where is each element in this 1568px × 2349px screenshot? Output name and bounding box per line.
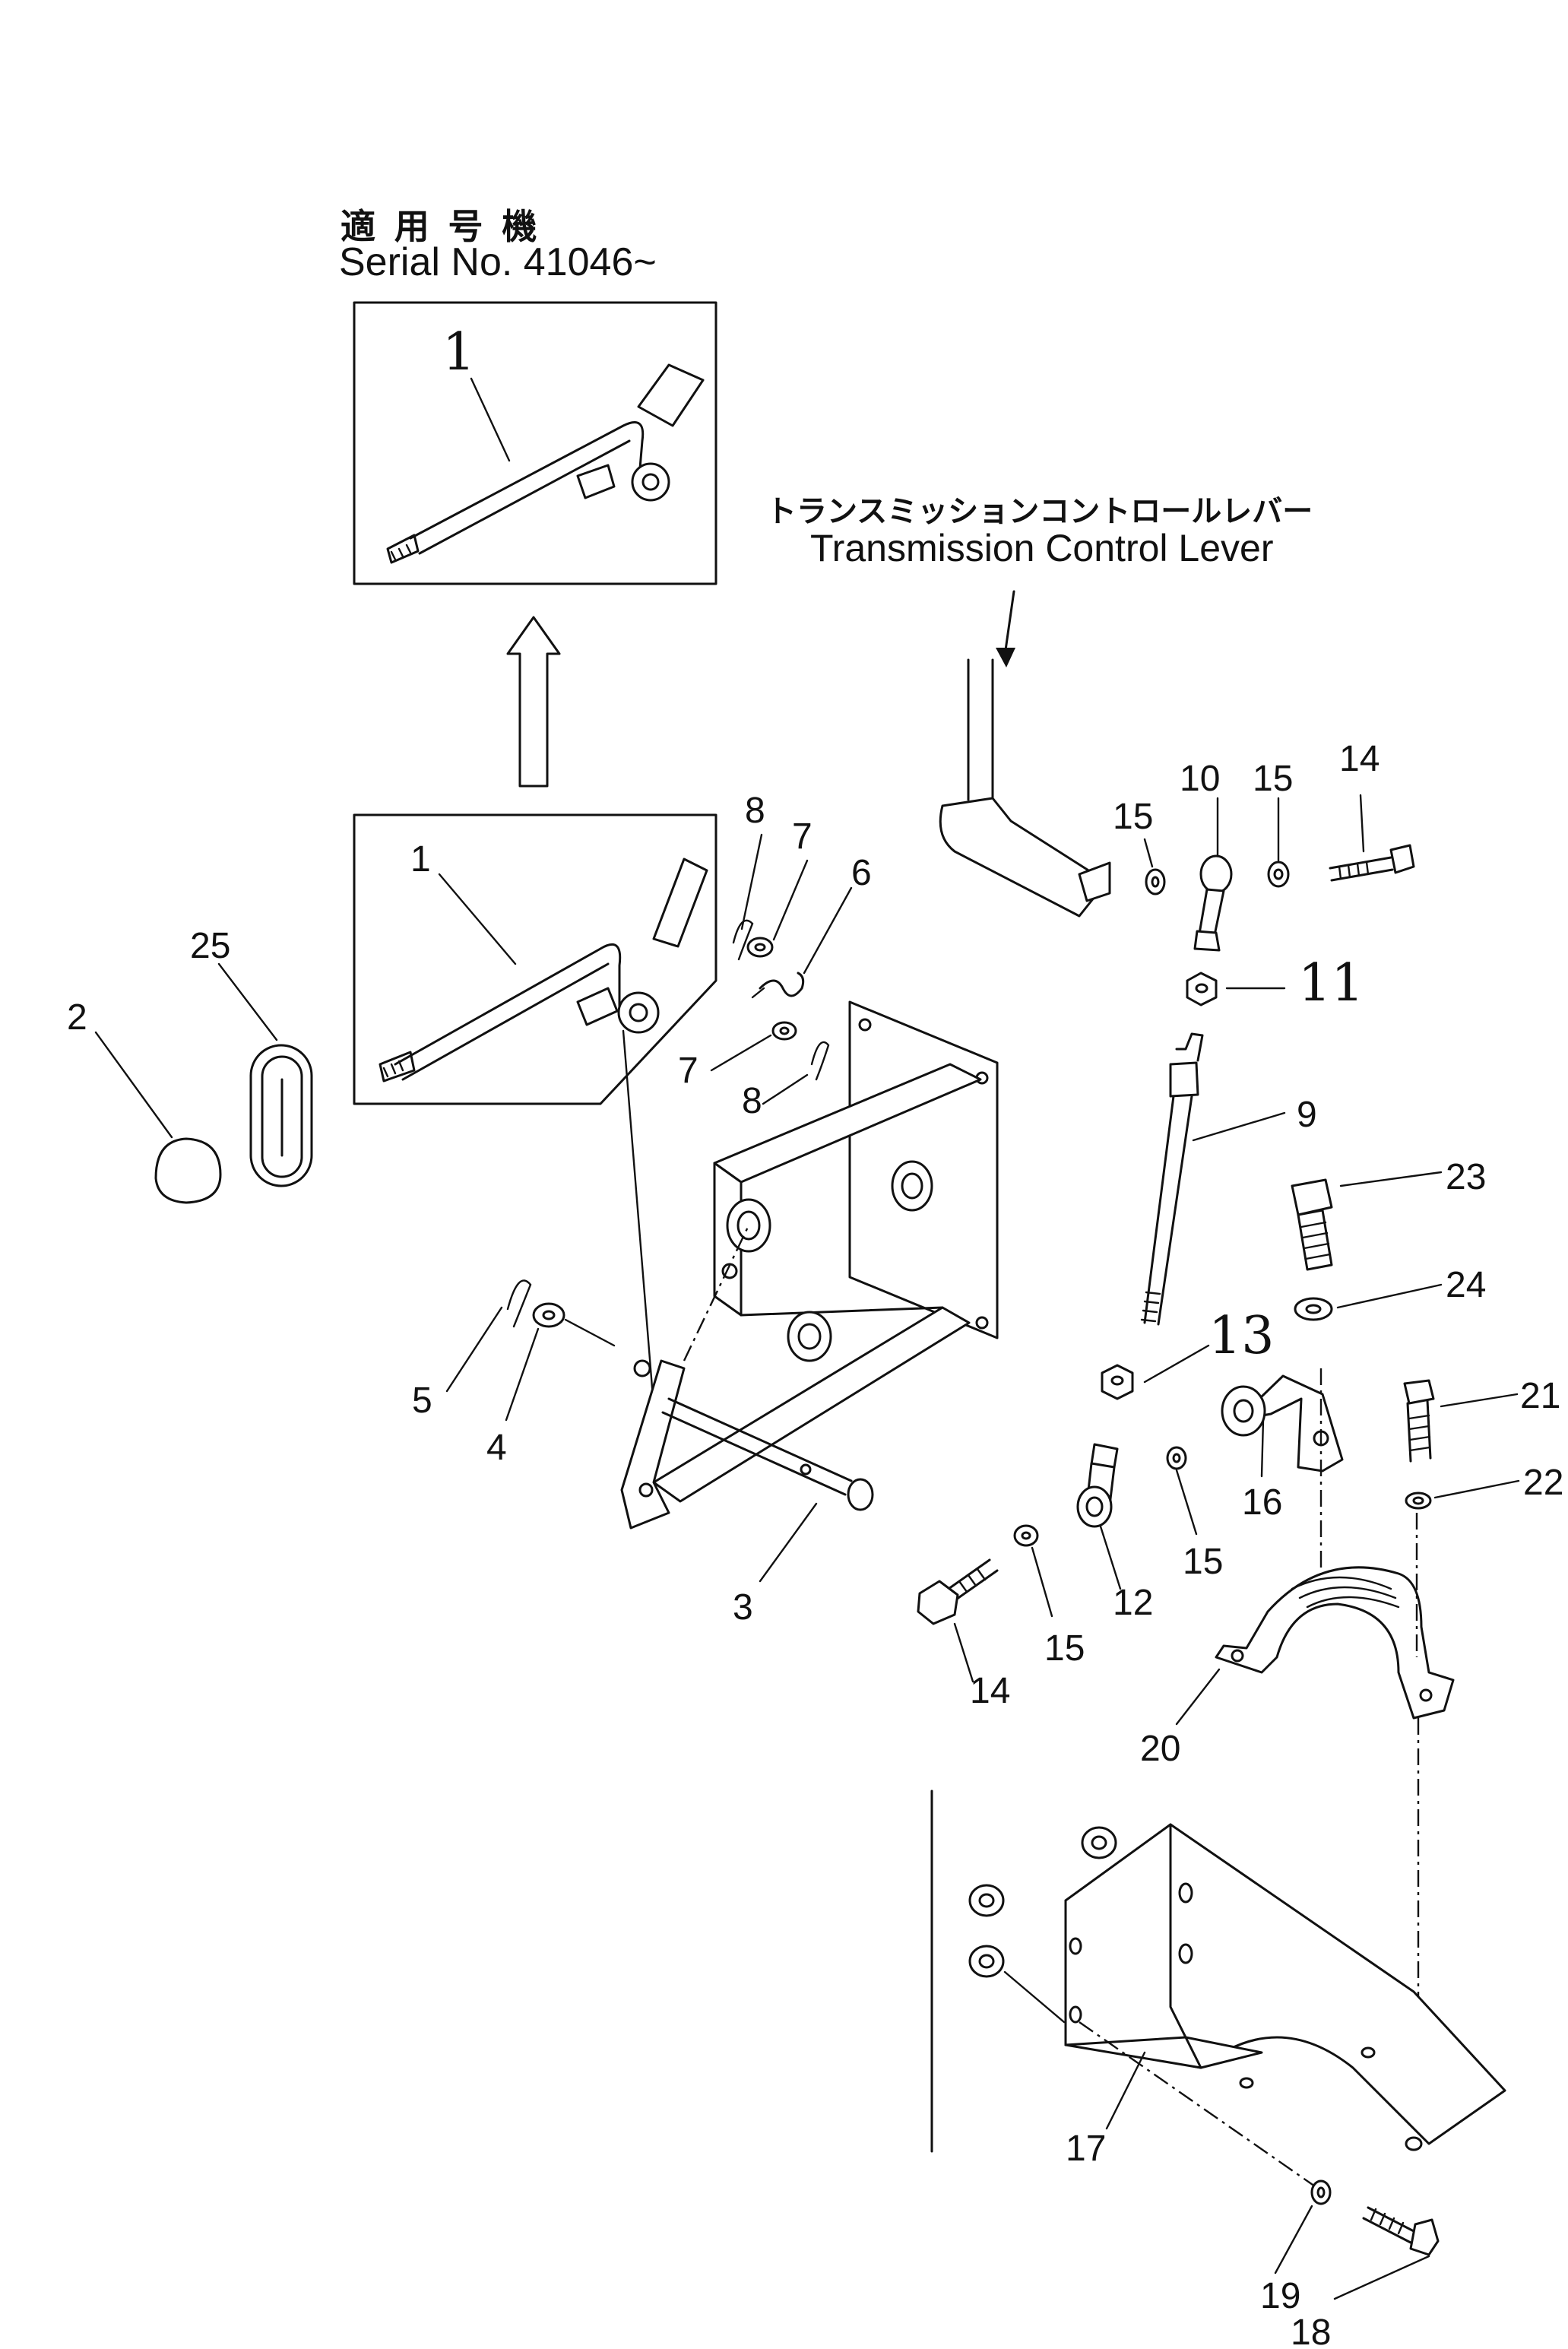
- label-15-c: 15: [1183, 1542, 1223, 1582]
- pin-3: [661, 1397, 874, 1511]
- washer-7-upper: [746, 937, 774, 958]
- rod-end-10: [1193, 854, 1233, 952]
- linkage-arm: [620, 1225, 750, 1530]
- label-21: 21: [1520, 1376, 1560, 1416]
- label-25: 25: [190, 926, 230, 966]
- rod-end-12: [1076, 1443, 1119, 1528]
- washer-22: [1405, 1492, 1432, 1510]
- cotter-pin-8-lower: [810, 1041, 830, 1081]
- label-5: 5: [412, 1381, 432, 1421]
- bolt-14-lower: [917, 1558, 999, 1625]
- label-12: 12: [1113, 1583, 1153, 1623]
- label-18: 18: [1291, 2313, 1331, 2349]
- label-6: 6: [851, 853, 872, 893]
- cap-2: [154, 1137, 222, 1204]
- leader-washer-to-arm: [564, 1318, 616, 1347]
- label-14-lower: 14: [970, 1671, 1010, 1711]
- label-9: 9: [1297, 1095, 1317, 1135]
- support-bracket-17: [930, 1789, 1506, 2187]
- label-4: 4: [486, 1428, 507, 1468]
- transmission-lever-label-en: Transmission Control Lever: [810, 527, 1274, 569]
- bolt-23: [1291, 1178, 1333, 1271]
- transmission-lever-label-jp: トランスミッションコントロールレバー: [766, 495, 1313, 528]
- label-3: 3: [733, 1587, 753, 1628]
- inset-lever-rod: [386, 363, 705, 564]
- washer-24: [1294, 1297, 1333, 1321]
- bolt-21: [1403, 1379, 1435, 1463]
- transmission-control-lever: [939, 590, 1111, 918]
- leader-lines: [94, 377, 1520, 2300]
- label-8-lower: 8: [742, 1081, 762, 1121]
- serial-applicability-jp: 適 用 号 機: [341, 207, 542, 246]
- label-1: 1: [410, 839, 431, 880]
- label-17: 17: [1066, 2129, 1106, 2169]
- label-15-a: 15: [1113, 797, 1153, 837]
- washer-15-b: [1267, 861, 1290, 888]
- spring-6: [751, 972, 805, 999]
- label-2: 2: [67, 997, 87, 1038]
- rod-9: [1140, 1032, 1204, 1326]
- bolt-14-upper: [1329, 844, 1415, 882]
- washer-15-d: [1166, 1446, 1187, 1470]
- label-20: 20: [1140, 1729, 1180, 1769]
- label-19: 19: [1260, 2276, 1300, 2316]
- upward-arrow: [506, 616, 561, 788]
- label-7-lower: 7: [678, 1051, 698, 1091]
- part-number-labels: 1 1 2 25 8 7 6 7 8 5 4 3 15 10 15 14 11 …: [67, 322, 1563, 2349]
- label-1-inset: 1: [442, 322, 475, 382]
- serial-number-label: Serial No. 41046~: [339, 240, 657, 284]
- nut-11: [1186, 972, 1218, 1006]
- label-22: 22: [1523, 1463, 1563, 1503]
- washer-19: [1310, 2179, 1332, 2205]
- label-15-d: 15: [1044, 1628, 1085, 1669]
- bracket-16: [1221, 1374, 1344, 1472]
- nut-13: [1101, 1364, 1134, 1400]
- label-10: 10: [1180, 759, 1220, 799]
- leader-line-lever-to-bracket: [622, 1029, 655, 1408]
- mounting-bracket: [652, 1000, 999, 1503]
- bolt-18: [1362, 2206, 1440, 2256]
- label-14-upper: 14: [1339, 739, 1380, 779]
- label-15-b: 15: [1253, 759, 1293, 799]
- label-11: 11: [1298, 953, 1364, 1013]
- cover-plate-25: [249, 1044, 313, 1187]
- label-16: 16: [1242, 1482, 1282, 1523]
- label-8-upper: 8: [745, 791, 765, 831]
- cotter-pin-8-upper: [732, 919, 754, 961]
- label-23: 23: [1446, 1157, 1486, 1197]
- clamp-20: [1215, 1566, 1455, 1720]
- lever-assembly-box: [353, 813, 717, 1408]
- label-7-upper: 7: [792, 816, 813, 857]
- washer-7-lower: [771, 1021, 797, 1041]
- label-24: 24: [1446, 1265, 1486, 1305]
- washer-15-a: [1145, 868, 1166, 896]
- label-13: 13: [1208, 1306, 1275, 1366]
- washer-15-c: [1013, 1524, 1039, 1547]
- washer-4: [532, 1302, 565, 1328]
- cotter-pin-5: [506, 1279, 532, 1328]
- lever-rod: [379, 857, 708, 1083]
- serial-inset-box: [353, 301, 717, 585]
